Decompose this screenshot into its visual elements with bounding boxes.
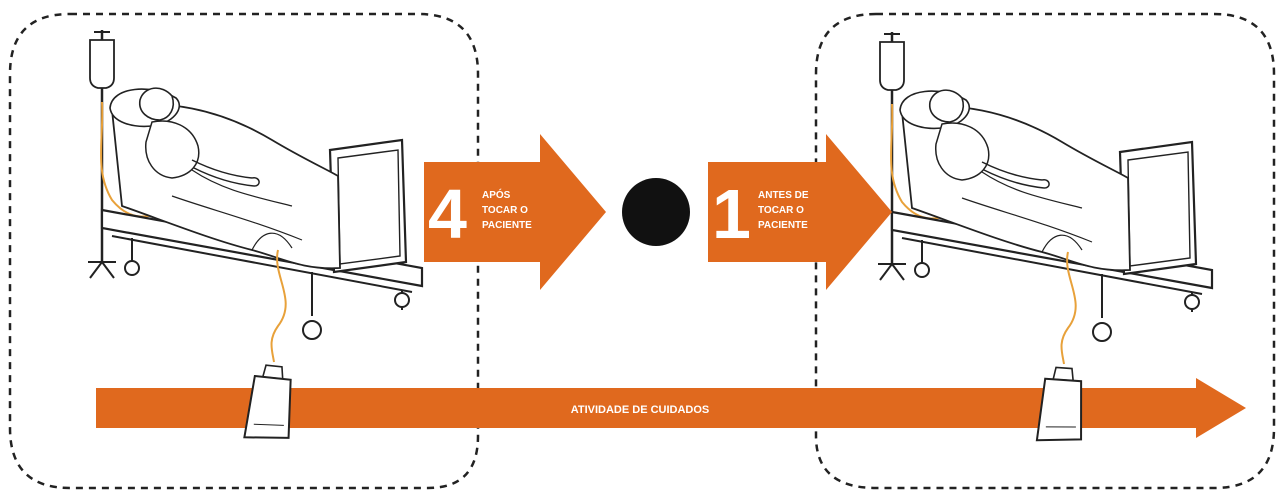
care-activity-label: ATIVIDADE DE CUIDADOS [571, 404, 710, 416]
patient-bed-icon [86, 28, 424, 364]
step-before-patient-arrow: 1 ANTES DE TOCAR O PACIENTE [708, 134, 892, 290]
urine-bag-icon [243, 362, 297, 443]
step-before-number: 1 [712, 175, 751, 253]
step-after-line1: APÓS [482, 188, 511, 201]
step-after-number: 4 [428, 175, 467, 253]
step-after-line3: PACIENTE [482, 220, 532, 231]
urine-bag-icon [1035, 365, 1087, 445]
patient-bed-icon [876, 30, 1214, 366]
step-before-line1: ANTES DE [758, 190, 809, 201]
step-after-patient-arrow: 4 APÓS TOCAR O PACIENTE [424, 134, 606, 290]
care-activity-arrow [96, 378, 1246, 438]
step-after-line2: TOCAR O [482, 205, 528, 216]
step-before-line2: TOCAR O [758, 205, 804, 216]
left-zone-boundary [8, 12, 480, 490]
step-before-line3: PACIENTE [758, 220, 808, 231]
black-dot-icon [622, 178, 690, 246]
right-zone-boundary [814, 12, 1276, 490]
